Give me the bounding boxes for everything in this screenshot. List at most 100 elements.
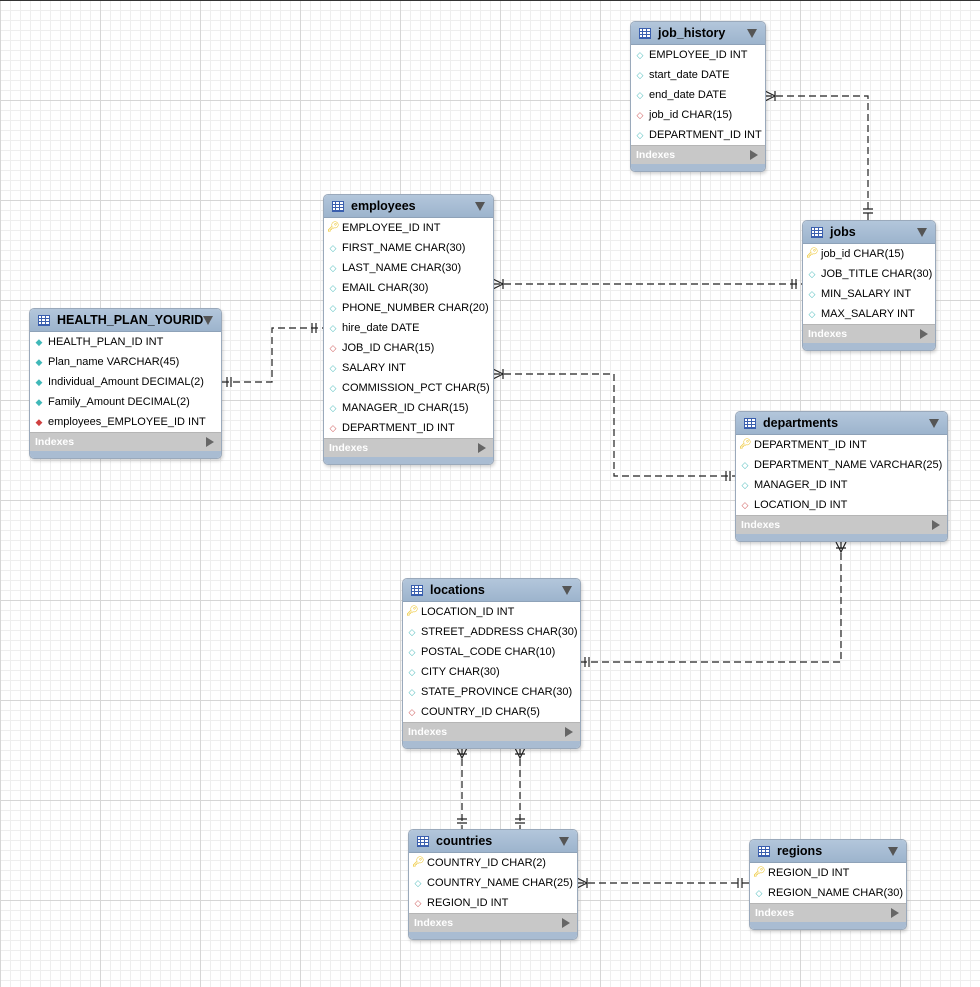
indexes-section[interactable]: Indexes bbox=[403, 722, 580, 741]
column-row[interactable]: ◇LOCATION_ID INT bbox=[736, 495, 947, 515]
table-health-plan[interactable]: HEALTH_PLAN_YOURID ◆HEALTH_PLAN_ID INT ◆… bbox=[29, 308, 222, 459]
expand-arrow-icon[interactable] bbox=[932, 520, 940, 530]
fk-diamond-icon: ◇ bbox=[741, 499, 749, 510]
table-locations[interactable]: locations 🔑︎LOCATION_ID INT ◇STREET_ADDR… bbox=[402, 578, 581, 749]
filled-diamond-icon: ◆ bbox=[35, 376, 43, 387]
table-employees[interactable]: employees 🔑︎EMPLOYEE_ID INT ◇FIRST_NAME … bbox=[323, 194, 494, 465]
table-icon bbox=[38, 314, 50, 326]
column-label: DEPARTMENT_NAME VARCHAR(25) bbox=[754, 459, 943, 471]
column-label: MANAGER_ID CHAR(15) bbox=[342, 402, 469, 414]
table-header[interactable]: locations bbox=[403, 579, 580, 602]
column-row[interactable]: ◇DEPARTMENT_ID INT bbox=[324, 418, 493, 438]
column-row[interactable]: 🔑︎job_id CHAR(15) bbox=[803, 244, 935, 264]
table-header[interactable]: HEALTH_PLAN_YOURID bbox=[30, 309, 221, 332]
collapse-arrow-icon[interactable] bbox=[888, 847, 898, 856]
column-row[interactable]: ◇start_date DATE bbox=[631, 65, 765, 85]
expand-arrow-icon[interactable] bbox=[478, 443, 486, 453]
table-header[interactable]: jobs bbox=[803, 221, 935, 244]
collapse-arrow-icon[interactable] bbox=[475, 202, 485, 211]
expand-arrow-icon[interactable] bbox=[891, 908, 899, 918]
column-row[interactable]: ◇EMPLOYEE_ID INT bbox=[631, 45, 765, 65]
table-countries[interactable]: countries 🔑︎COUNTRY_ID CHAR(2) ◇COUNTRY_… bbox=[408, 829, 578, 940]
column-label: LAST_NAME CHAR(30) bbox=[342, 262, 462, 274]
table-jobs[interactable]: jobs 🔑︎job_id CHAR(15) ◇JOB_TITLE CHAR(3… bbox=[802, 220, 936, 351]
diamond-icon: ◇ bbox=[741, 479, 749, 490]
collapse-arrow-icon[interactable] bbox=[559, 837, 569, 846]
column-row[interactable]: ◇hire_date DATE bbox=[324, 318, 493, 338]
indexes-section[interactable]: Indexes bbox=[324, 438, 493, 457]
column-label: EMPLOYEE_ID INT bbox=[649, 49, 748, 61]
column-row[interactable]: ◇STATE_PROVINCE CHAR(30) bbox=[403, 682, 580, 702]
collapse-arrow-icon[interactable] bbox=[747, 29, 757, 38]
column-row[interactable]: ◇MAX_SALARY INT bbox=[803, 304, 935, 324]
column-row[interactable]: ◇DEPARTMENT_NAME VARCHAR(25) bbox=[736, 455, 947, 475]
column-row[interactable]: ◆Plan_name VARCHAR(45) bbox=[30, 352, 221, 372]
column-row[interactable]: ◇REGION_NAME CHAR(30) bbox=[750, 883, 906, 903]
marker-many-jobhistory bbox=[764, 90, 777, 102]
table-icon bbox=[811, 226, 823, 238]
column-row[interactable]: ◇SALARY INT bbox=[324, 358, 493, 378]
column-row[interactable]: 🔑︎EMPLOYEE_ID INT bbox=[324, 218, 493, 238]
table-header[interactable]: countries bbox=[409, 830, 577, 853]
expand-arrow-icon[interactable] bbox=[565, 727, 573, 737]
collapse-arrow-icon[interactable] bbox=[562, 586, 572, 595]
filled-diamond-icon: ◆ bbox=[35, 336, 43, 347]
column-row[interactable]: ◇end_date DATE bbox=[631, 85, 765, 105]
diamond-icon: ◇ bbox=[408, 626, 416, 637]
column-row[interactable]: ◇EMAIL CHAR(30) bbox=[324, 278, 493, 298]
column-row[interactable]: ◇job_id CHAR(15) bbox=[631, 105, 765, 125]
table-regions[interactable]: regions 🔑︎REGION_ID INT ◇REGION_NAME CHA… bbox=[749, 839, 907, 930]
collapse-arrow-icon[interactable] bbox=[929, 419, 939, 428]
column-row[interactable]: ◇COMMISSION_PCT CHAR(5) bbox=[324, 378, 493, 398]
column-row[interactable]: 🔑︎REGION_ID INT bbox=[750, 863, 906, 883]
expand-arrow-icon[interactable] bbox=[562, 918, 570, 928]
table-header[interactable]: job_history bbox=[631, 22, 765, 45]
column-row[interactable]: ◆Family_Amount DECIMAL(2) bbox=[30, 392, 221, 412]
column-label: EMAIL CHAR(30) bbox=[342, 282, 429, 294]
table-job-history[interactable]: job_history ◇EMPLOYEE_ID INT ◇start_date… bbox=[630, 21, 766, 172]
column-row[interactable]: ◇COUNTRY_NAME CHAR(25) bbox=[409, 873, 577, 893]
column-row[interactable]: 🔑︎LOCATION_ID INT bbox=[403, 602, 580, 622]
column-row[interactable]: ◆HEALTH_PLAN_ID INT bbox=[30, 332, 221, 352]
column-row[interactable]: ◇REGION_ID INT bbox=[409, 893, 577, 913]
table-departments[interactable]: departments 🔑︎DEPARTMENT_ID INT ◇DEPARTM… bbox=[735, 411, 948, 542]
table-icon bbox=[411, 584, 423, 596]
indexes-section[interactable]: Indexes bbox=[409, 913, 577, 932]
column-row[interactable]: ◇JOB_ID CHAR(15) bbox=[324, 338, 493, 358]
marker-one-regions-left bbox=[737, 878, 743, 888]
column-row[interactable]: ◇MANAGER_ID CHAR(15) bbox=[324, 398, 493, 418]
expand-arrow-icon[interactable] bbox=[920, 329, 928, 339]
column-label: COMMISSION_PCT CHAR(5) bbox=[342, 382, 490, 394]
column-row[interactable]: ◇MIN_SALARY INT bbox=[803, 284, 935, 304]
column-row[interactable]: ◇FIRST_NAME CHAR(30) bbox=[324, 238, 493, 258]
indexes-section[interactable]: Indexes bbox=[631, 145, 765, 164]
indexes-section[interactable]: Indexes bbox=[30, 432, 221, 451]
indexes-section[interactable]: Indexes bbox=[750, 903, 906, 922]
table-header[interactable]: regions bbox=[750, 840, 906, 863]
indexes-label: Indexes bbox=[35, 436, 75, 448]
column-row[interactable]: ◇STREET_ADDRESS CHAR(30) bbox=[403, 622, 580, 642]
table-footer bbox=[324, 457, 493, 464]
collapse-arrow-icon[interactable] bbox=[203, 316, 213, 325]
expand-arrow-icon[interactable] bbox=[206, 437, 214, 447]
column-row[interactable]: ◇DEPARTMENT_ID INT bbox=[631, 125, 765, 145]
column-row[interactable]: 🔑︎COUNTRY_ID CHAR(2) bbox=[409, 853, 577, 873]
column-row[interactable]: ◇POSTAL_CODE CHAR(10) bbox=[403, 642, 580, 662]
column-row[interactable]: ◇LAST_NAME CHAR(30) bbox=[324, 258, 493, 278]
expand-arrow-icon[interactable] bbox=[750, 150, 758, 160]
column-row[interactable]: ◇MANAGER_ID INT bbox=[736, 475, 947, 495]
column-row[interactable]: ◇JOB_TITLE CHAR(30) bbox=[803, 264, 935, 284]
connector-employees-departments bbox=[493, 373, 736, 477]
table-header[interactable]: departments bbox=[736, 412, 947, 435]
column-row[interactable]: 🔑︎DEPARTMENT_ID INT bbox=[736, 435, 947, 455]
indexes-section[interactable]: Indexes bbox=[803, 324, 935, 343]
column-row[interactable]: ◆employees_EMPLOYEE_ID INT bbox=[30, 412, 221, 432]
diamond-icon: ◇ bbox=[636, 129, 644, 140]
column-row[interactable]: ◆Individual_Amount DECIMAL(2) bbox=[30, 372, 221, 392]
indexes-section[interactable]: Indexes bbox=[736, 515, 947, 534]
column-row[interactable]: ◇CITY CHAR(30) bbox=[403, 662, 580, 682]
column-row[interactable]: ◇PHONE_NUMBER CHAR(20) bbox=[324, 298, 493, 318]
table-header[interactable]: employees bbox=[324, 195, 493, 218]
column-row[interactable]: ◇COUNTRY_ID CHAR(5) bbox=[403, 702, 580, 722]
collapse-arrow-icon[interactable] bbox=[917, 228, 927, 237]
